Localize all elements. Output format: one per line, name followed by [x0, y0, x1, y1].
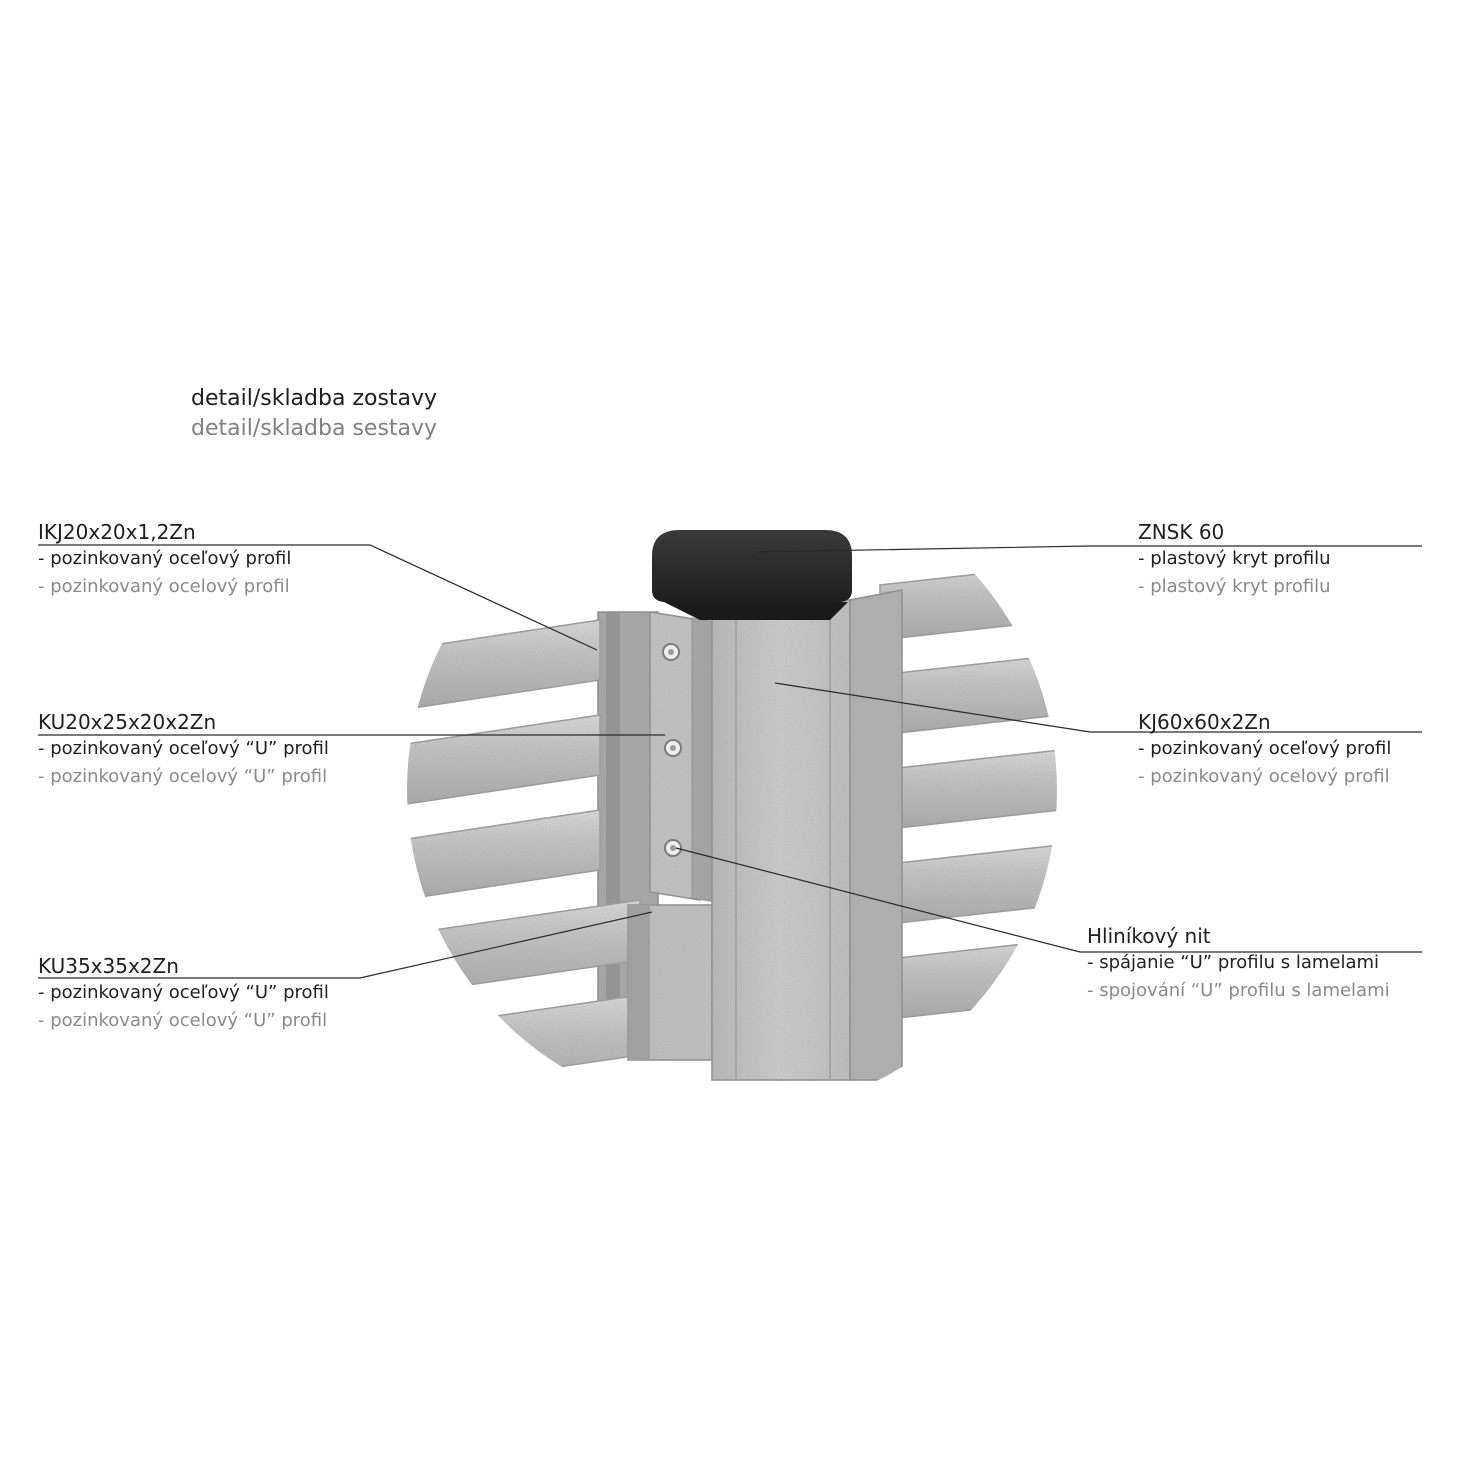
- callout-code: Hliníkový nit: [1087, 924, 1211, 948]
- callout-code: KJ60x60x2Zn: [1138, 710, 1271, 734]
- steel-assembly: [407, 564, 1057, 1091]
- rivets: [662, 643, 682, 857]
- callout-desc-sk: - spájanie “U” profilu s lamelami: [1087, 952, 1380, 973]
- callout-desc-cz: - spojování “U” profilu s lamelami: [1087, 980, 1390, 1001]
- callout-code: KU20x25x20x2Zn: [38, 710, 217, 734]
- callout-ikj20: IKJ20x20x1,2Zn - pozinkovaný oceľový pro…: [38, 519, 291, 601]
- leader-lines: [38, 544, 1422, 979]
- callout-znsk60: ZNSK 60 - plastový kryt profilu - plasto…: [1138, 519, 1331, 601]
- callout-ku35: KU35x35x2Zn - pozinkovaný oceľový “U” pr…: [38, 953, 329, 1035]
- callout-code: IKJ20x20x1,2Zn: [38, 520, 196, 544]
- callout-code: KU35x35x2Zn: [38, 954, 179, 978]
- callout-desc-sk: - plastový kryt profilu: [1138, 548, 1331, 569]
- callout-desc-sk: - pozinkovaný oceľový profil: [1138, 738, 1392, 759]
- heading-cz: detail/skladba sestavy: [191, 416, 438, 441]
- callout-desc-cz: - pozinkovaný ocelový “U” profil: [38, 1010, 328, 1031]
- callout-desc-cz: - plastový kryt profilu: [1138, 576, 1331, 597]
- callout-ku20x25: KU20x25x20x2Zn - pozinkovaný oceľový “U”…: [38, 709, 329, 791]
- callout-desc-cz: - pozinkovaný ocelový “U” profil: [38, 766, 328, 787]
- callout-kj60: KJ60x60x2Zn - pozinkovaný oceľový profil…: [1138, 709, 1391, 791]
- callout-rivet: Hliníkový nit - spájanie “U” profilu s l…: [1087, 923, 1390, 1005]
- right-slats: [879, 564, 1057, 1021]
- callout-code: ZNSK 60: [1138, 520, 1225, 544]
- callout-desc-sk: - pozinkovaný oceľový “U” profil: [38, 738, 329, 759]
- callout-desc-sk: - pozinkovaný oceľový “U” profil: [38, 982, 329, 1003]
- heading-sk: detail/skladba zostavy: [191, 386, 438, 411]
- plastic-cap: [652, 530, 852, 620]
- callout-desc-sk: - pozinkovaný oceľový profil: [38, 548, 292, 569]
- callout-desc-cz: - pozinkovaný ocelový profil: [38, 576, 290, 597]
- callout-desc-cz: - pozinkovaný ocelový profil: [1138, 766, 1390, 787]
